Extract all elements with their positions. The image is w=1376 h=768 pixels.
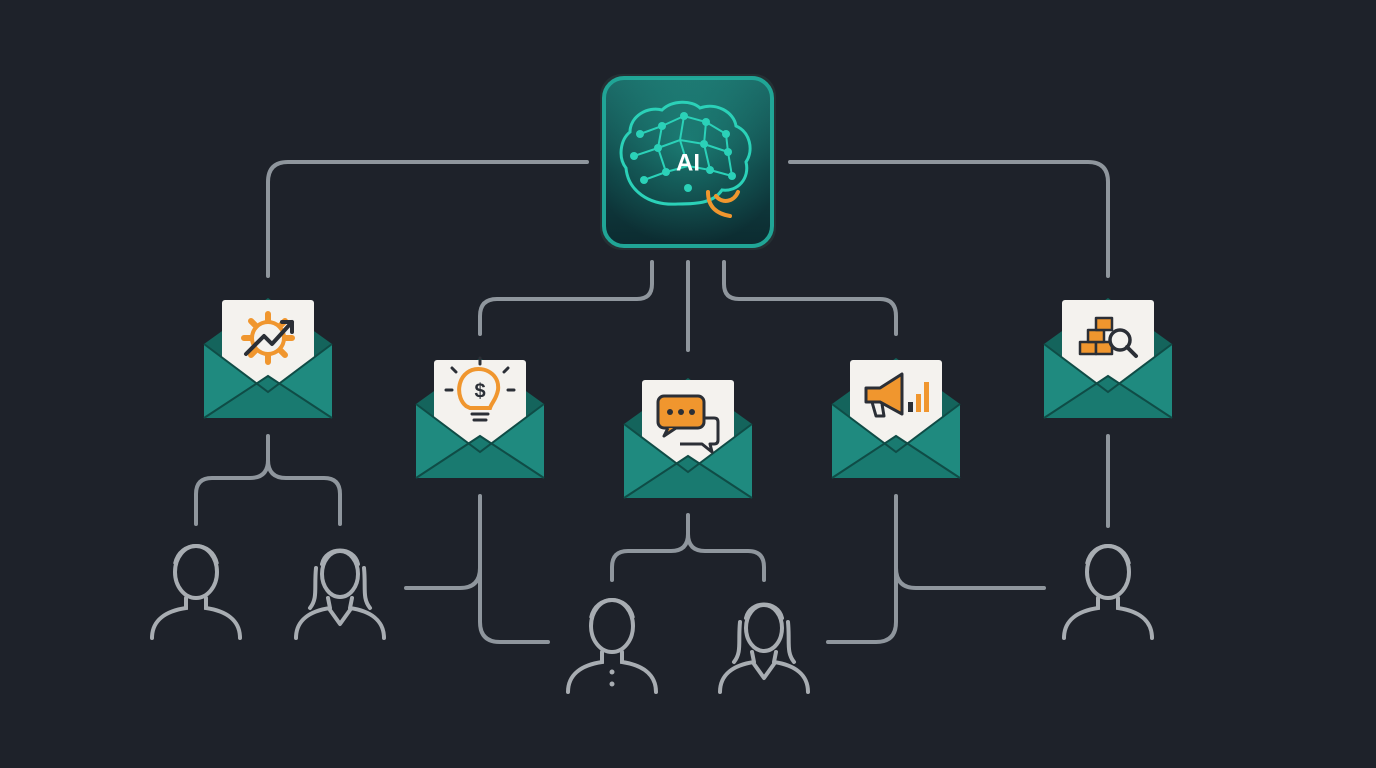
- envelope-research: [1043, 297, 1173, 419]
- hub-to-operations-line: [266, 160, 589, 278]
- communication-to-recipients-line: [610, 513, 766, 582]
- recipient-4-woman-user-icon: [718, 602, 810, 694]
- megaphone-bar-chart-icon: [864, 372, 929, 418]
- operations-to-recipients-line: [194, 434, 342, 526]
- recipient-3-man-user-icon: [566, 598, 658, 694]
- recipient-2-woman-user-icon: [294, 548, 386, 640]
- recipient-5-man-user-icon: [1062, 544, 1154, 640]
- hub-label: AI: [676, 149, 700, 176]
- envelope-operations: [203, 297, 333, 419]
- chat-bubbles-icon: [656, 394, 720, 454]
- hub-to-marketing-line: [722, 260, 898, 336]
- finance-to-recipients-line: [404, 494, 550, 644]
- marketing-to-recipients-line: [826, 494, 1046, 644]
- ai-hub: AI: [600, 74, 776, 250]
- envelope-communication: [623, 377, 753, 499]
- envelope-marketing: [831, 357, 961, 479]
- gear-growth-icon: [241, 311, 295, 365]
- recipient-1-man-user-icon: [150, 544, 242, 640]
- dollar-lightbulb-icon: $: [444, 356, 516, 422]
- envelope-finance: $: [415, 356, 545, 479]
- brain-network-icon: [619, 100, 752, 218]
- connector-lines: [194, 160, 1110, 644]
- blocks-magnifier-icon: [1078, 316, 1138, 358]
- hub-to-finance-line: [478, 260, 654, 336]
- svg-text:$: $: [474, 380, 485, 402]
- hub-to-research-line: [788, 160, 1110, 278]
